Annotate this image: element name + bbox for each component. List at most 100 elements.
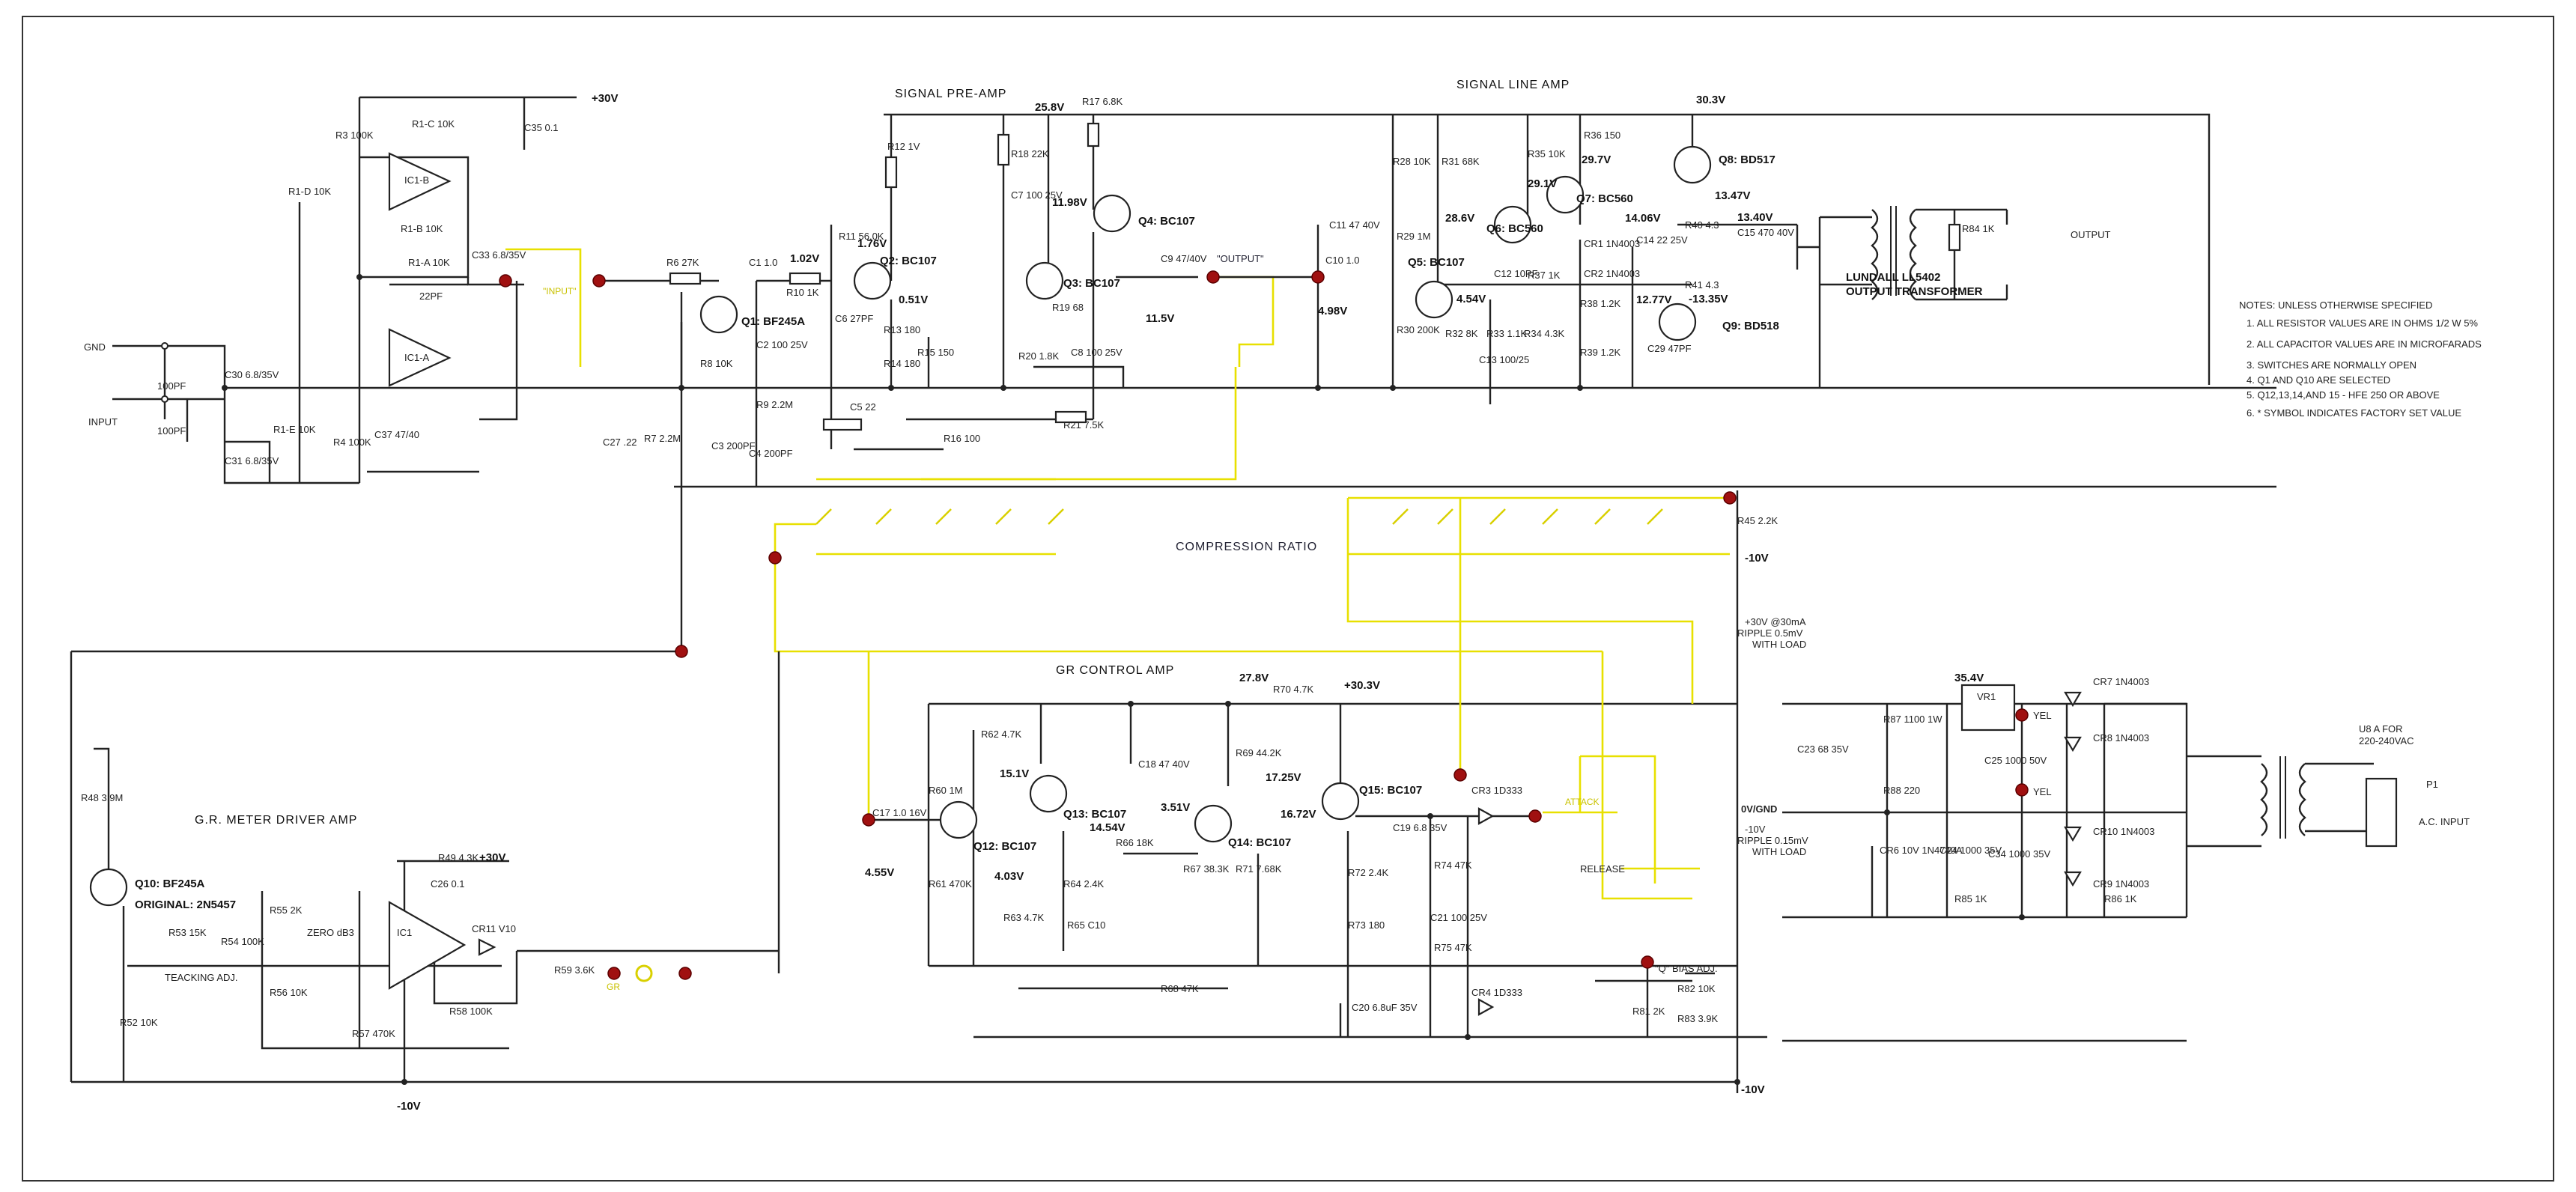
- label-q2: Q2: BC107: [880, 255, 937, 267]
- label-q10: Q10: BF245A: [135, 878, 205, 890]
- ic-labels: IC1-B IC1-A IC1 VR1: [397, 174, 1996, 938]
- label-r55: R55 2K: [270, 904, 303, 916]
- label-r34: R34 4.3K: [1524, 328, 1565, 339]
- r9-resistor: [822, 418, 863, 431]
- label-r40: R40 4.3: [1685, 219, 1719, 231]
- label-c-in1: 100PF: [157, 380, 186, 392]
- label-r10: R10 1K: [786, 287, 819, 298]
- label-ov-gnd: 0V/GND: [1741, 803, 1777, 815]
- q4-transistor: [1093, 194, 1131, 233]
- cr3-diode: [1477, 807, 1495, 825]
- label-r20: R20 1.8K: [1018, 350, 1060, 362]
- label-r84: R84 1K: [1962, 223, 1995, 234]
- v-1-02: 1.02V: [790, 252, 819, 265]
- v-25-8: 25.8V: [1035, 101, 1064, 114]
- r18-resistor: [997, 133, 1010, 166]
- label-ic1: IC1: [397, 927, 412, 938]
- section-titles: SIGNAL PRE-AMP SIGNAL LINE AMP GR CONTRO…: [195, 79, 1983, 827]
- label-c24: C24 1000 35V: [1939, 845, 2002, 856]
- label-c25: C25 1000 50V: [1984, 755, 2047, 766]
- label-r57: R57 470K: [352, 1028, 395, 1039]
- label-output-transformer-2: OUTPUT TRANSFORMER: [1846, 285, 1983, 298]
- label-r41: R41 4.3: [1685, 279, 1719, 291]
- label-q9: Q9: BD518: [1722, 320, 1779, 332]
- v-11-5: 11.5V: [1146, 312, 1174, 325]
- rail-m10-b: -10V: [397, 1100, 421, 1113]
- q5-transistor: [1415, 280, 1453, 319]
- q1-fet: [699, 295, 738, 334]
- label-release: RELEASE: [1580, 863, 1625, 875]
- label-r13: R13 180: [884, 324, 920, 335]
- label-yel-2: YEL: [2033, 786, 2052, 797]
- power-supply: [1871, 684, 2398, 917]
- rail-m10-a: -10V: [1745, 552, 1769, 565]
- label-cr1: CR1 1N4003: [1584, 238, 1640, 249]
- q12-transistor: [939, 800, 978, 839]
- component-labels: R3 100K R1-C 10K R1-D 10K R1-B 10K R1-A …: [81, 96, 2154, 1039]
- label-c3: C3 200PF: [711, 440, 756, 451]
- label-r36: R36 150: [1584, 130, 1620, 141]
- v-4-98: 4.98V: [1318, 305, 1347, 317]
- label-cr7: CR7 1N4003: [2093, 676, 2149, 687]
- note-1: 1. ALL RESISTOR VALUES ARE IN OHMS 1/2 W…: [2247, 317, 2478, 329]
- label-ripple1c: WITH LOAD: [1752, 639, 1806, 650]
- v-16-72: 16.72V: [1281, 808, 1316, 821]
- q8-transistor: [1673, 145, 1712, 184]
- cr4-diode: [1477, 998, 1495, 1016]
- rail-p303-gr: +30.3V: [1344, 679, 1380, 692]
- label-c33: C33 6.8/35V: [472, 249, 526, 261]
- meter-driver-amp: [89, 651, 780, 1082]
- rail-m10-c: -10V: [1741, 1083, 1765, 1096]
- label-r67: R67 38.3K: [1183, 863, 1230, 875]
- r21-resistor: [1054, 410, 1087, 424]
- gr-control-amp: [869, 704, 1715, 1037]
- note-5: 5. Q12,13,14,AND 15 - HFE 250 OR ABOVE: [2247, 389, 2440, 401]
- label-cr2: CR2 1N4003: [1584, 268, 1640, 279]
- transistor-labels: Q1: BF245A Q2: BC107 Q3: BC107 Q4: BC107…: [135, 153, 1779, 911]
- label-input-pot: "INPUT": [543, 286, 577, 297]
- label-q5: Q5: BC107: [1408, 256, 1465, 269]
- label-r62: R62 4.7K: [981, 729, 1022, 740]
- label-p1: P1: [2426, 779, 2438, 790]
- gr-meter: [635, 964, 653, 982]
- label-q1: Q1: BF245A: [741, 315, 805, 328]
- label-c21: C21 100 25V: [1430, 912, 1487, 923]
- v-15-1: 15.1V: [1000, 767, 1029, 780]
- notes-block: NOTES: UNLESS OTHERWISE SPECIFIED 1. ALL…: [2239, 299, 2482, 419]
- label-r54: R54 100K: [221, 936, 264, 947]
- ic1-opamp: [388, 901, 467, 990]
- label-r12: R12 1V: [887, 141, 920, 152]
- label-c11: C11 47 40V: [1329, 219, 1380, 231]
- q3-transistor: [1025, 261, 1064, 300]
- cr9-diode: [2064, 871, 2082, 887]
- title-gr-control-amp: GR CONTROL AMP: [1056, 664, 1174, 677]
- v-11-98: 11.98V: [1052, 196, 1087, 209]
- v-4-54: 4.54V: [1456, 293, 1486, 305]
- label-r85: R85 1K: [1954, 893, 1987, 904]
- label-c15: C15 470 40V: [1737, 227, 1794, 238]
- label-r16: R16 100: [944, 433, 980, 444]
- label-ic1a: IC1-A: [404, 352, 430, 363]
- label-c37: C37 47/40: [374, 429, 419, 440]
- label-r81: R81 2K: [1632, 1006, 1665, 1017]
- v-14-06: 14.06V: [1625, 212, 1661, 225]
- q15-transistor: [1321, 782, 1360, 821]
- label-c13: C13 100/25: [1479, 354, 1529, 365]
- v-4-55: 4.55V: [865, 866, 894, 879]
- v-14-54: 14.54V: [1090, 821, 1126, 834]
- q10-fet: [89, 868, 128, 907]
- label-r21: R21 7.5K: [1063, 419, 1105, 431]
- label-r61: R61 470K: [929, 878, 972, 890]
- label-c1: C1 1.0: [749, 257, 777, 268]
- label-r18: R18 22K: [1011, 148, 1049, 159]
- v-0-51: 0.51V: [899, 294, 928, 306]
- label-c8: C8 100 25V: [1071, 347, 1123, 358]
- label-c35: C35 0.1: [524, 122, 559, 133]
- label-yel-1: YEL: [2033, 710, 2052, 721]
- label-cr11: CR11 V10: [472, 923, 516, 934]
- label-r29: R29 1M: [1397, 231, 1431, 242]
- cr7-diode: [2064, 691, 2082, 708]
- label-cr10: CR10 1N4003: [2093, 826, 2154, 837]
- label-r69: R69 44.2K: [1236, 747, 1282, 758]
- label-r1b: R1-B 10K: [401, 223, 443, 234]
